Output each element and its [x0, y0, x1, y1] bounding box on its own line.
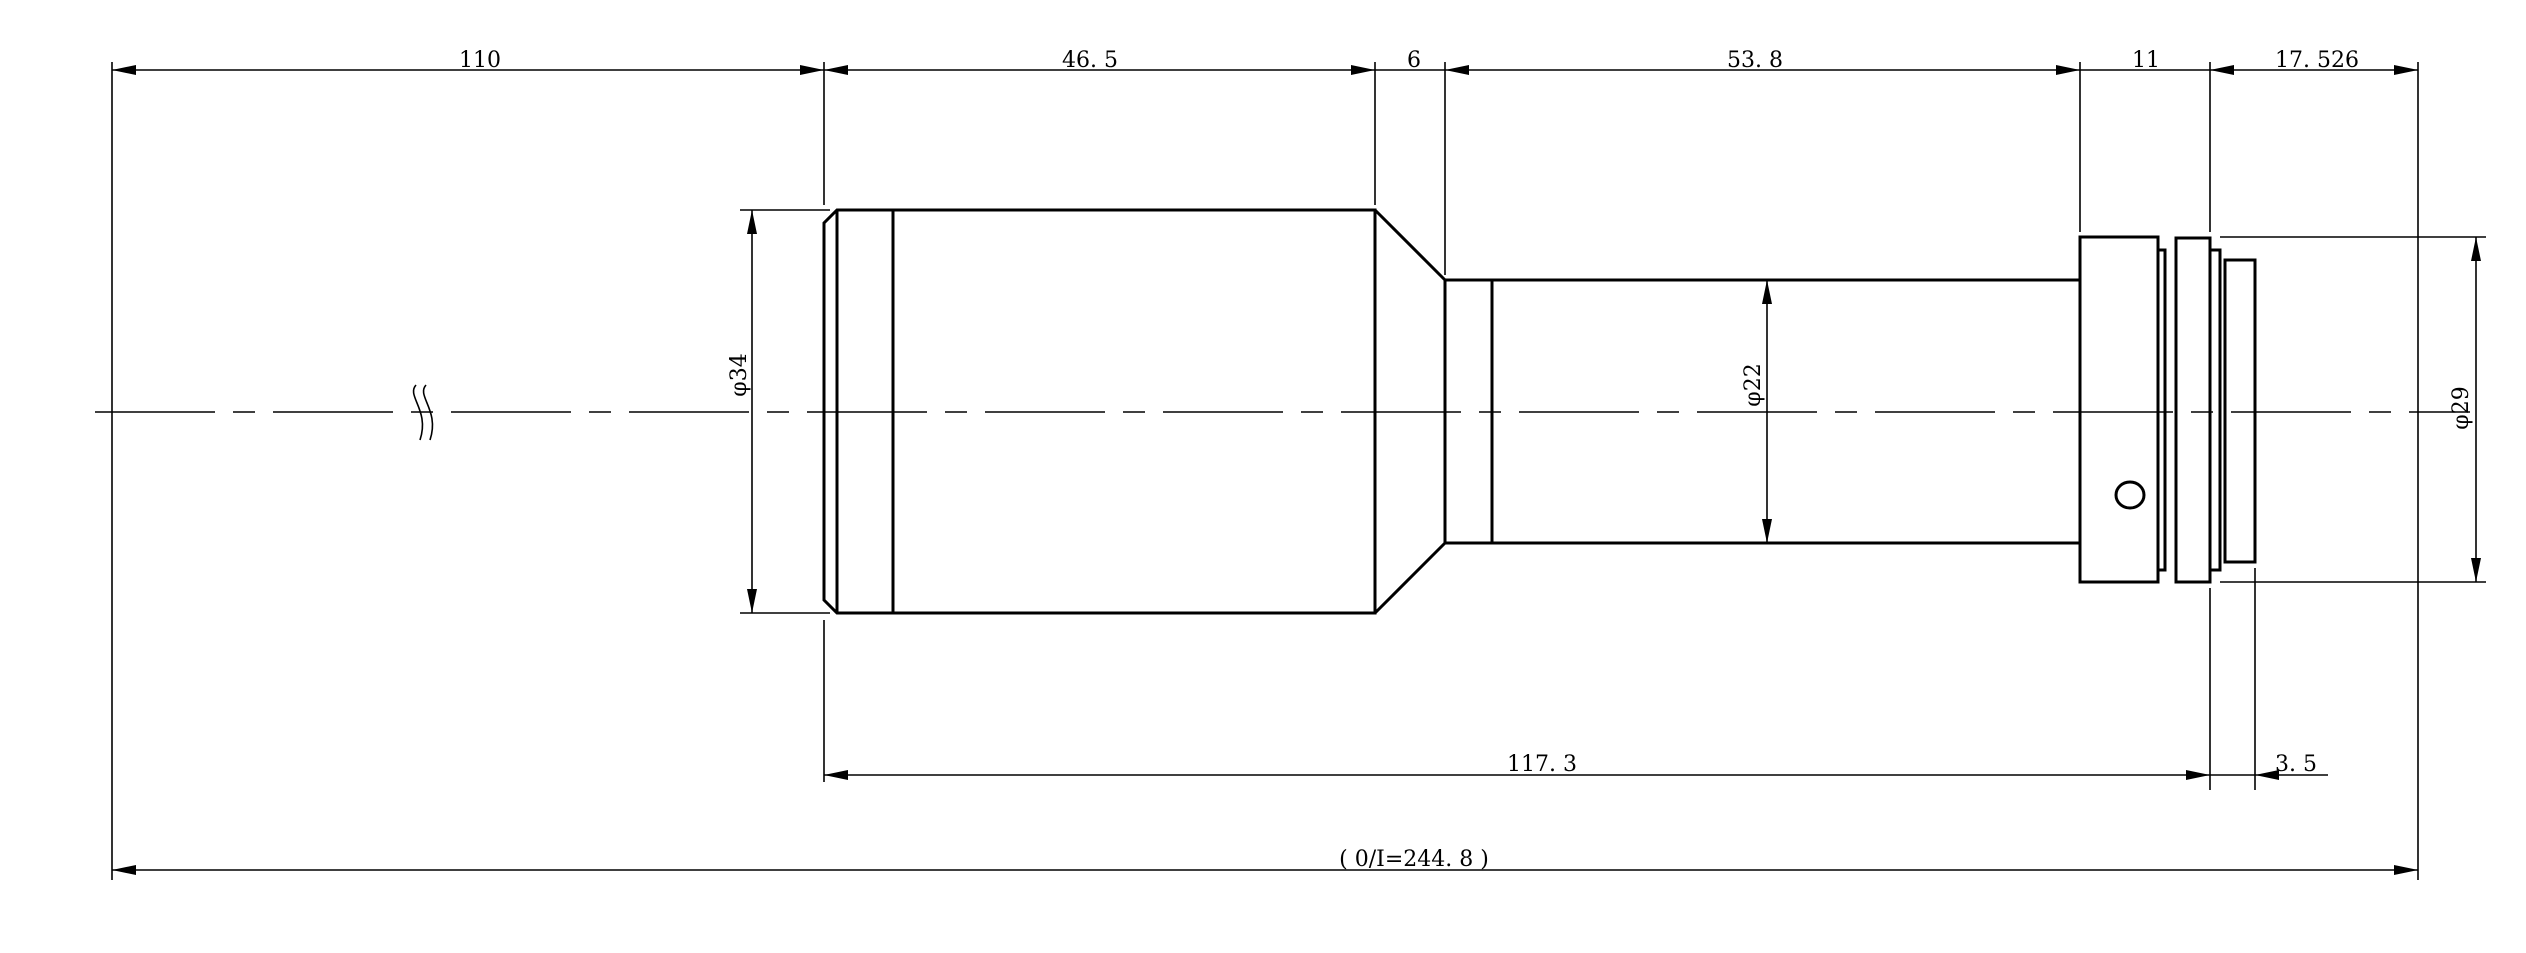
diameter-29: [2471, 237, 2481, 582]
break-symbol-a: [412, 384, 424, 441]
dim-dia34-label: φ34: [727, 353, 752, 396]
dim-53-8-label: 53. 8: [1727, 48, 1783, 73]
rear-flange-step: [2210, 248, 2222, 572]
taper-top: [1373, 208, 1447, 282]
dim-110-label: 110: [459, 48, 501, 73]
mid-dimension-chain: [824, 770, 2328, 780]
dim-11-label: 11: [2132, 48, 2160, 73]
rear-flange: [2174, 236, 2212, 584]
dim-dia22-label: φ22: [1741, 363, 1766, 406]
extension-lines: [111, 62, 2486, 880]
top-dimension-chain: [112, 65, 2418, 75]
dim-3-5-label: 3. 5: [2275, 752, 2317, 777]
rear-mount-step: [2158, 248, 2167, 572]
lens-body: [822, 208, 2257, 615]
diameter-22: [1762, 280, 1772, 543]
rear-thread: [2223, 258, 2257, 564]
break-symbol-b: [422, 384, 434, 441]
dim-total-label: ( 0/I=244. 8 ): [1339, 847, 1489, 872]
dim-46-5-label: 46. 5: [1062, 48, 1118, 73]
screw-hole: [2114, 480, 2146, 510]
diameter-34: [747, 210, 757, 613]
taper-bottom: [1373, 541, 1447, 615]
dim-117-3-label: 117. 3: [1507, 752, 1577, 777]
dim-17-526-label: 17. 526: [2275, 48, 2359, 73]
overall-dimension: [112, 865, 2418, 875]
dim-dia29-label: φ29: [2449, 386, 2474, 429]
rear-mount-ring: [2078, 235, 2160, 584]
dim-6-label: 6: [1407, 48, 1421, 73]
